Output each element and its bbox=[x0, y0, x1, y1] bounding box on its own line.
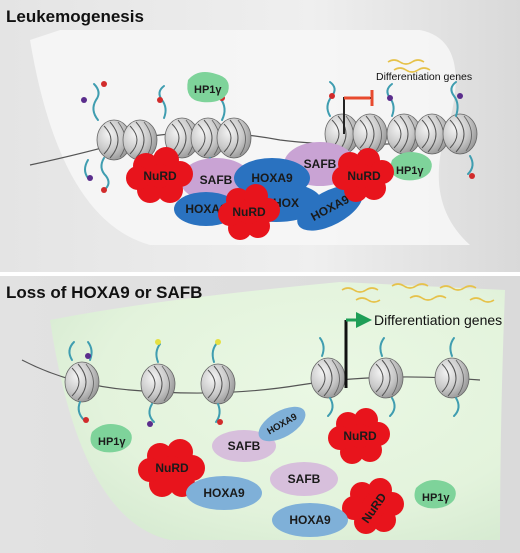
bottom-safb-1-label: SAFB bbox=[228, 439, 261, 453]
bottom-nurd-right bbox=[342, 478, 404, 534]
panel-leukemogenesis: Leukemogenesis bbox=[0, 0, 520, 272]
bottom-safb-2-label: SAFB bbox=[288, 472, 321, 486]
bottom-safb-2 bbox=[270, 462, 338, 496]
top-hoxa9-center-label: HOXA9 bbox=[251, 171, 293, 185]
top-gene-label: Differentiation genes bbox=[376, 71, 472, 83]
panel-divider bbox=[0, 272, 520, 276]
top-nurd-left bbox=[126, 147, 193, 203]
top-safb-left-label: SAFB bbox=[200, 173, 233, 187]
bottom-nucleosome bbox=[434, 357, 470, 399]
bottom-hp1-right-label: HP1γ bbox=[422, 492, 450, 504]
bottom-nurd-left bbox=[138, 439, 205, 497]
top-hp1-right-label: HP1γ bbox=[396, 165, 424, 177]
top-hp1-left bbox=[187, 72, 229, 103]
bottom-hp1-right bbox=[414, 480, 456, 509]
top-nurd-right-label: NuRD bbox=[347, 169, 381, 183]
bottom-hoxa9-mid bbox=[186, 476, 262, 510]
bottom-activation-arrow bbox=[356, 312, 372, 328]
bottom-hp1-left-label: HP1γ bbox=[98, 436, 126, 448]
bottom-nucleosome bbox=[140, 363, 176, 405]
bottom-gene-transcripts bbox=[341, 283, 495, 303]
top-hoxa9-partial-label: HOX bbox=[273, 196, 299, 210]
top-nucleosome bbox=[122, 119, 158, 161]
panel-loss-of-hoxa9-or-safb: Loss of HOXA9 or SAFB bbox=[0, 276, 520, 553]
top-nurd-left-label: NuRD bbox=[143, 169, 177, 183]
top-nucleosome bbox=[352, 113, 388, 155]
bottom-hp1-left bbox=[90, 424, 132, 453]
top-gene-transcripts bbox=[387, 59, 431, 73]
bottom-nucleosome bbox=[64, 361, 100, 403]
top-nurd-right bbox=[332, 148, 394, 202]
bottom-safb-1 bbox=[212, 430, 276, 462]
bottom-nurd-mid bbox=[328, 408, 390, 464]
top-hp1-left-label: HP1γ bbox=[194, 84, 222, 96]
bottom-nucleosome bbox=[200, 363, 236, 405]
bottom-histone-tails bbox=[68, 337, 460, 423]
bottom-gene-label: Differentiation genes bbox=[374, 312, 502, 328]
bottom-hoxa9-bottom bbox=[272, 503, 348, 537]
top-nucleosome bbox=[442, 113, 478, 155]
top-nurd-center-label: NuRD bbox=[232, 205, 266, 219]
top-nurd-center bbox=[218, 184, 280, 240]
bottom-title: Loss of HOXA9 or SAFB bbox=[6, 283, 202, 302]
bottom-nurd-mid-label: NuRD bbox=[343, 429, 377, 443]
top-hoxa9-left-label: HOXA9 bbox=[185, 202, 227, 216]
bottom-histone-marks bbox=[83, 339, 223, 427]
bottom-hoxa9-mid-label: HOXA9 bbox=[203, 486, 245, 500]
bottom-hoxa9-bottom-label: HOXA9 bbox=[289, 513, 331, 527]
top-hp1-right bbox=[390, 152, 432, 181]
bottom-nurd-left-label: NuRD bbox=[155, 461, 189, 475]
top-title: Leukemogenesis bbox=[6, 7, 144, 26]
bottom-nucleosome bbox=[368, 357, 404, 399]
bottom-nucleosome bbox=[310, 357, 346, 399]
top-nucleosome bbox=[216, 117, 252, 159]
top-safb-right-label: SAFB bbox=[304, 157, 337, 171]
